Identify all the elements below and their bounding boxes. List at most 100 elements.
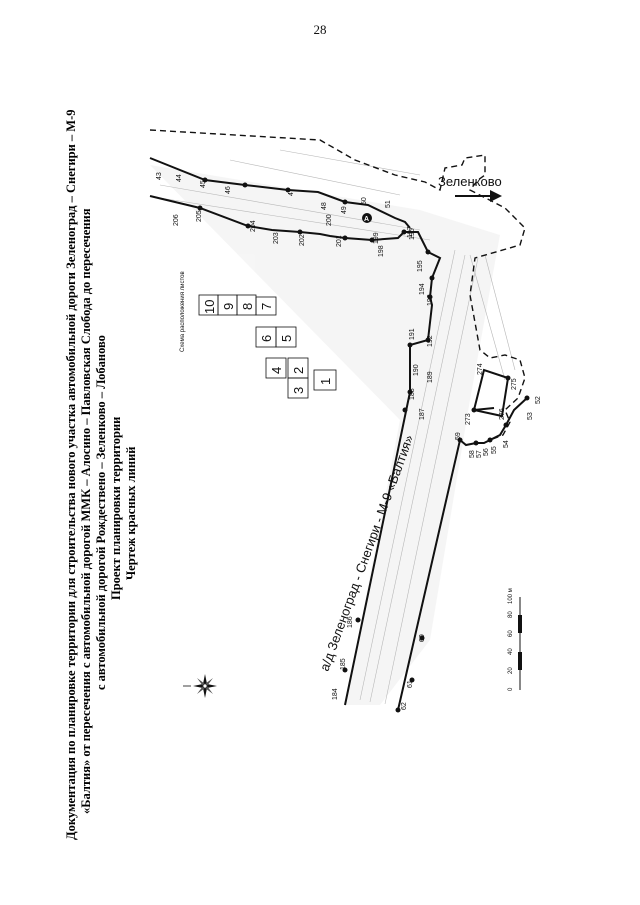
point-label: 190 — [413, 364, 420, 376]
survey-point-icon — [427, 294, 433, 300]
sheet-cell — [255, 296, 277, 316]
point-label: 196 — [409, 228, 416, 240]
survey-point-icon — [342, 667, 348, 673]
survey-point-icon — [524, 395, 530, 401]
sheet-number: 7 — [259, 303, 274, 310]
point-label: 61 — [407, 680, 414, 688]
survey-point-icon — [369, 237, 375, 243]
survey-point-icon — [409, 677, 415, 683]
sheet-cell — [275, 326, 297, 348]
point-label: 198 — [378, 245, 385, 257]
sheet-number: 4 — [269, 367, 284, 374]
point-label: 275 — [511, 378, 518, 390]
survey-point-icon — [425, 249, 431, 255]
point-label: 206 — [173, 214, 180, 226]
survey-point-icon — [505, 375, 511, 381]
survey-point-icon — [457, 437, 463, 443]
scale-bar: 0 20 40 60 80 100 м — [508, 588, 522, 691]
survey-point-icon — [202, 177, 208, 183]
sheet-number: 3 — [291, 387, 306, 394]
direction-arrow: Зеленково — [438, 174, 502, 202]
arrow-right-icon — [490, 190, 502, 202]
compass-rose-icon — [183, 674, 217, 698]
point-label: 192 — [427, 335, 434, 347]
point-label: 49 — [341, 206, 348, 214]
point-label: 193 — [427, 294, 434, 306]
scale-tick: 40 — [508, 648, 514, 655]
survey-point-icon — [362, 213, 372, 223]
scale-tick: 100 м — [508, 588, 514, 604]
point-label: 202 — [299, 234, 306, 246]
point-label: 191 — [409, 328, 416, 340]
survey-point-icon — [297, 229, 303, 235]
point-label: 43 — [156, 172, 163, 180]
point-label: 201 — [336, 235, 343, 247]
survey-point-icon — [355, 617, 361, 623]
point-label: 62 — [401, 702, 408, 710]
survey-point-icon — [471, 407, 477, 413]
survey-point-icon — [285, 187, 291, 193]
title-block: Документация по планировке территории дл… — [64, 109, 138, 840]
scale-tick: 20 — [508, 667, 514, 674]
point-label: 45 — [200, 180, 207, 188]
point-label: 203 — [273, 232, 280, 244]
sheet-cell — [265, 357, 287, 379]
crossing-marker: A — [362, 213, 372, 223]
survey-point-icon — [197, 205, 203, 211]
point-label: 184 — [332, 688, 339, 700]
point-label: 51 — [385, 200, 392, 208]
survey-point-icon — [342, 235, 348, 241]
sheet-number: 10 — [202, 300, 217, 314]
survey-point-icon — [245, 223, 251, 229]
point-label: 204 — [250, 220, 257, 232]
sheet-number: 5 — [279, 335, 294, 342]
point-label: 205 — [196, 210, 203, 222]
scale-tick: 80 — [508, 611, 514, 618]
survey-points — [197, 177, 530, 713]
point-label: 185 — [340, 658, 347, 670]
scale-tick: 60 — [508, 630, 514, 637]
point-label: 276 — [499, 408, 506, 420]
point-label: 273 — [465, 413, 472, 425]
point-label: 47 — [288, 188, 295, 196]
point-label: 52 — [535, 396, 542, 404]
point-label: 189 — [427, 371, 434, 383]
sheet-scheme-label: Схема расположения листов — [180, 271, 186, 352]
point-label: 58 — [469, 450, 476, 458]
terrain-hatch — [150, 149, 516, 705]
sheet-cell — [287, 357, 309, 379]
sheet-number: 6 — [259, 335, 274, 342]
title-line-5: Чертеж красных линий — [124, 447, 138, 581]
point-label: 195 — [417, 260, 424, 272]
direction-label: Зеленково — [438, 174, 502, 189]
point-label: 194 — [419, 283, 426, 295]
survey-point-icon — [425, 337, 431, 343]
survey-point-icon — [407, 389, 413, 395]
survey-point-icon — [242, 182, 248, 188]
sheet-number: 2 — [291, 367, 306, 374]
point-label: 199 — [373, 232, 380, 244]
survey-point-icon — [395, 707, 401, 713]
point-label: 197 — [407, 226, 414, 238]
survey-point-icon — [401, 229, 407, 235]
point-label: 48 — [321, 202, 328, 210]
title-line-2: «Балтия» от пересечения с автомобильной … — [79, 208, 93, 814]
point-label: 46 — [225, 186, 232, 194]
survey-point-icon — [487, 437, 493, 443]
point-label: 59 — [455, 432, 462, 440]
title-line-1: Документация по планировке территории дл… — [64, 109, 78, 840]
title-line-3: с автомобильной дорогой Рождествено – Зе… — [94, 335, 108, 690]
sheet-number: 9 — [221, 303, 236, 310]
survey-point-icon — [402, 407, 408, 413]
title-line-4: Проект планировки территории — [109, 417, 123, 600]
point-label: 57 — [476, 450, 483, 458]
dashed-boundary — [149, 129, 526, 441]
point-label: 186 — [347, 616, 354, 628]
survey-point-icon — [419, 635, 425, 641]
point-label: 56 — [483, 448, 490, 456]
upper-red-line — [149, 157, 442, 706]
page-number: 28 — [313, 22, 327, 37]
sheet-cell — [313, 369, 337, 391]
